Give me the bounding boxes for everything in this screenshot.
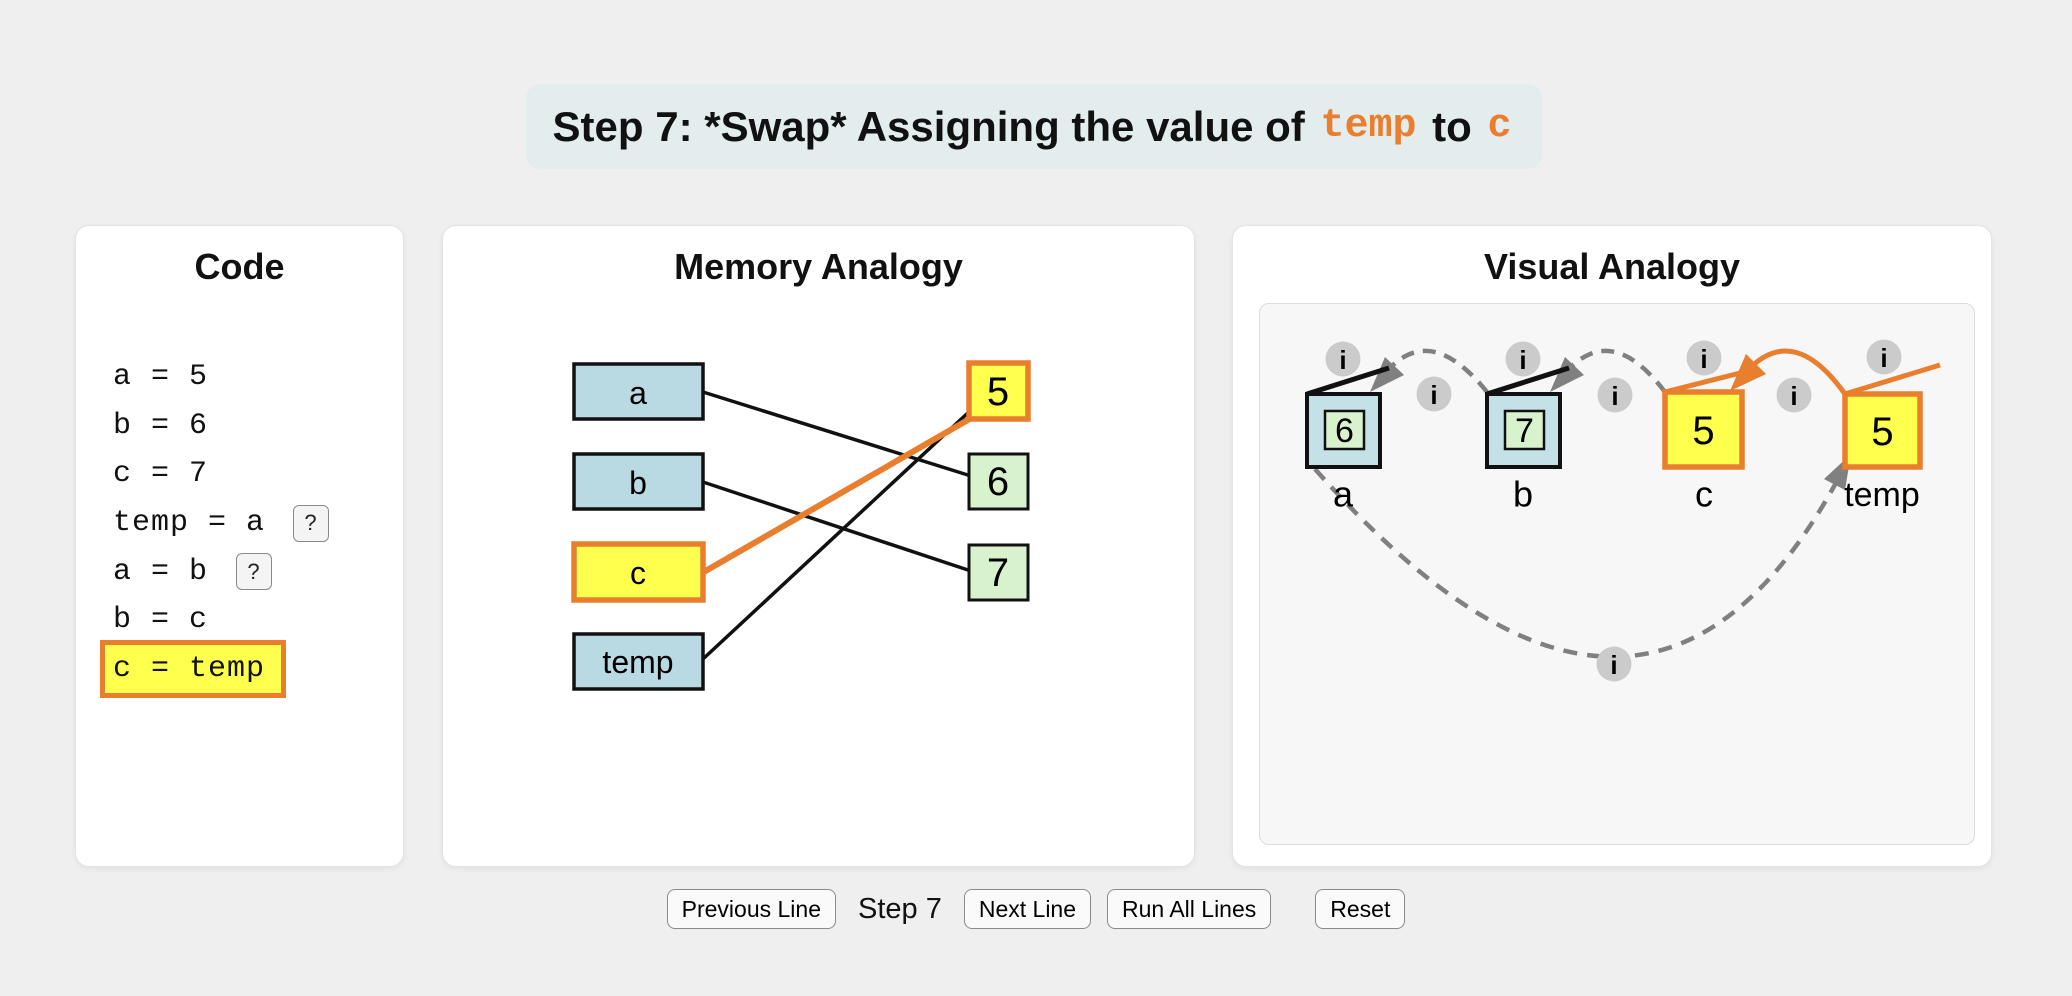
visual-label-c: c xyxy=(1695,474,1713,515)
memory-value-box-6 xyxy=(967,452,1030,511)
memory-var-box-b xyxy=(572,452,705,511)
arrowhead-at-a xyxy=(1370,357,1404,392)
memory-analogy-panel: Memory Analogy a b c temp 5 6 7 xyxy=(442,225,1195,867)
code-line-5: a = b? xyxy=(113,547,329,596)
info-icon[interactable]: i xyxy=(1597,377,1633,413)
svg-text:i: i xyxy=(1519,345,1526,375)
flap-a xyxy=(1306,365,1390,397)
code-line-text: a = b xyxy=(113,554,209,589)
memory-value-box-5-highlighted xyxy=(966,360,1031,422)
visual-inner-box-b xyxy=(1503,409,1546,451)
info-icon[interactable]: i xyxy=(1505,341,1541,377)
svg-text:i: i xyxy=(1430,380,1437,410)
info-icon[interactable]: i xyxy=(1686,340,1722,376)
memory-link-a-6 xyxy=(702,390,972,478)
code-line-1: a = 5 xyxy=(113,353,329,402)
banner-var-c: c xyxy=(1487,104,1512,149)
next-line-button[interactable]: Next Line xyxy=(963,889,1092,929)
code-line-text: temp = a xyxy=(113,506,266,541)
banner-text-prefix: Step 7: *Swap* Assigning the value of xyxy=(552,102,1317,150)
banner-var-temp: temp xyxy=(1320,104,1417,149)
code-panel: Code a = 5 b = 6 c = 7 temp = a? a = b? … xyxy=(75,225,404,867)
code-line-2: b = 6 xyxy=(113,402,329,451)
svg-text:i: i xyxy=(1610,650,1617,680)
memory-var-label-c: c xyxy=(630,555,646,591)
visual-inner-box-a xyxy=(1323,409,1366,451)
memory-value-label-7: 7 xyxy=(987,551,1009,595)
svg-text:i: i xyxy=(1339,345,1346,375)
info-icon[interactable]: i xyxy=(1776,377,1812,413)
code-line-text-highlighted: c = temp xyxy=(100,639,287,698)
memory-link-temp-5 xyxy=(701,408,973,661)
memory-value-box-7 xyxy=(967,543,1030,602)
arc-a-to-temp-dashed xyxy=(1313,464,1847,659)
arc-temp-to-c-highlighted xyxy=(1748,348,1848,396)
visual-value-c: 5 xyxy=(1692,409,1714,453)
info-icon[interactable]: i xyxy=(1596,646,1632,682)
step-controls: Previous Line Step 7 Next Line Run All L… xyxy=(0,889,2072,929)
visual-value-temp: 5 xyxy=(1871,410,1893,454)
visual-analogy-panel: Visual Analogy xyxy=(1232,225,1992,867)
code-line-7-highlighted: c = temp xyxy=(100,639,329,698)
visual-canvas: 6 7 5 5 a b c temp i i i i xyxy=(1259,303,1975,845)
visual-value-a: 6 xyxy=(1335,412,1354,450)
svg-text:i: i xyxy=(1611,381,1618,411)
code-lines: a = 5 b = 6 c = 7 temp = a? a = b? b = c… xyxy=(100,353,330,698)
code-line-text: b = 6 xyxy=(113,408,209,443)
run-all-lines-button[interactable]: Run All Lines xyxy=(1107,889,1272,929)
visual-label-a: a xyxy=(1333,474,1354,515)
visual-label-temp: temp xyxy=(1844,476,1920,514)
code-line-6: b = c xyxy=(113,596,329,645)
help-button[interactable]: ? xyxy=(293,504,330,542)
memory-value-label-5: 5 xyxy=(987,370,1009,414)
arrowhead-at-b xyxy=(1550,357,1584,392)
svg-text:i: i xyxy=(1880,343,1887,373)
memory-var-label-a: a xyxy=(629,375,647,411)
memory-var-label-temp: temp xyxy=(602,644,673,680)
code-line-text: b = c xyxy=(113,603,209,638)
flap-temp xyxy=(1844,362,1941,397)
memory-var-label-b: b xyxy=(629,465,647,501)
visual-panel-title: Visual Analogy xyxy=(1483,246,1741,287)
code-panel-title: Code xyxy=(194,246,285,287)
reset-button[interactable]: Reset xyxy=(1315,889,1406,929)
info-icon[interactable]: i xyxy=(1866,339,1902,375)
memory-var-box-temp xyxy=(572,632,705,691)
svg-text:i: i xyxy=(1790,381,1797,411)
memory-value-label-6: 6 xyxy=(987,460,1009,504)
visual-value-b: 7 xyxy=(1515,412,1534,450)
help-button[interactable]: ? xyxy=(236,553,273,591)
memory-var-box-c-highlighted xyxy=(571,541,706,603)
visual-box-c-highlighted xyxy=(1662,389,1745,470)
visual-label-b: b xyxy=(1513,474,1533,515)
memory-link-b-7 xyxy=(702,480,972,573)
memory-link-c-5-highlighted xyxy=(700,414,975,576)
memory-var-box-a xyxy=(572,362,705,421)
banner-text-middle: to xyxy=(1420,102,1484,150)
code-line-text: a = 5 xyxy=(113,360,209,395)
visual-box-temp-highlighted xyxy=(1842,391,1923,470)
info-icon[interactable]: i xyxy=(1416,376,1452,412)
svg-text:i: i xyxy=(1700,344,1707,374)
step-counter: Step 7 xyxy=(858,892,942,925)
arc-c-to-b-dashed xyxy=(1570,348,1667,394)
code-line-3: c = 7 xyxy=(113,450,329,499)
visual-diagram: 6 7 5 5 a b c temp i i i i xyxy=(1305,339,1941,682)
flap-c xyxy=(1664,367,1753,395)
previous-line-button[interactable]: Previous Line xyxy=(666,889,836,929)
memory-diagram: a b c temp 5 6 7 xyxy=(571,360,1031,691)
step-banner: Step 7: *Swap* Assigning the value of te… xyxy=(526,84,1542,169)
info-icon[interactable]: i xyxy=(1325,341,1361,377)
code-line-text: c = 7 xyxy=(113,457,209,492)
code-line-4: temp = a? xyxy=(113,499,330,548)
flap-b xyxy=(1486,365,1570,397)
memory-panel-title: Memory Analogy xyxy=(674,246,963,287)
